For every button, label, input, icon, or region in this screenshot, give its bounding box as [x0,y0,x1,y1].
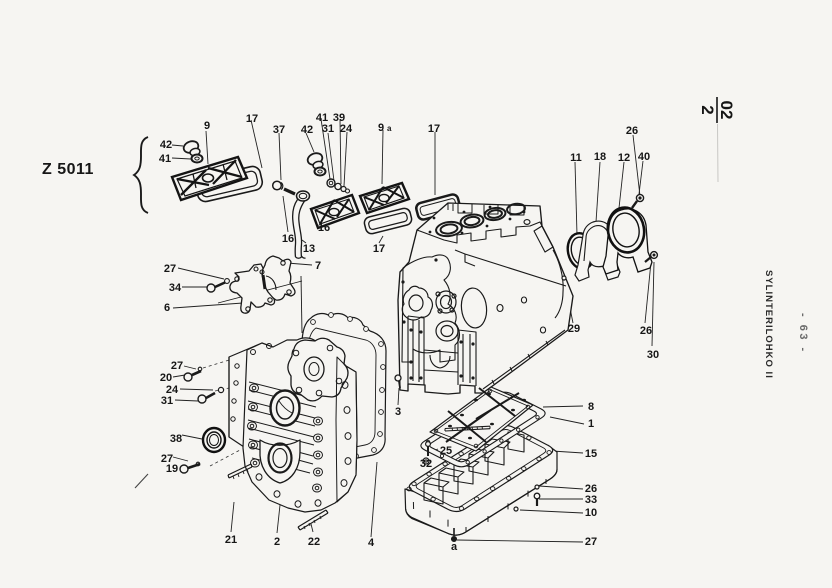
svg-text:4: 4 [368,537,375,549]
svg-text:12: 12 [618,152,630,164]
svg-text:26: 26 [626,125,638,137]
svg-text:34: 34 [169,282,182,294]
svg-text:26: 26 [640,325,652,337]
svg-text:29: 29 [568,323,580,335]
svg-text:39: 39 [333,112,345,124]
svg-text:9: 9 [204,120,210,132]
svg-text:22: 22 [308,536,320,548]
svg-text:SYLINTERILOHKO II: SYLINTERILOHKO II [763,270,774,379]
svg-text:- 63 -: - 63 - [797,313,809,354]
svg-text:30: 30 [647,349,659,361]
svg-text:19: 19 [166,463,178,475]
svg-text:42: 42 [160,139,172,151]
svg-text:a: a [451,541,458,553]
svg-text:20: 20 [160,372,172,384]
svg-text:a: a [387,124,392,133]
svg-text:24: 24 [340,123,353,135]
svg-text:18: 18 [594,151,606,163]
svg-text:16: 16 [318,222,330,234]
svg-text:42: 42 [301,124,313,136]
svg-text:31: 31 [161,395,173,407]
svg-text:16: 16 [282,233,294,245]
svg-text:7: 7 [315,260,321,272]
svg-text:17: 17 [246,113,258,125]
svg-text:33: 33 [585,494,597,506]
svg-text:8: 8 [588,401,594,413]
svg-text:17: 17 [428,123,440,135]
svg-text:27: 27 [585,536,597,548]
svg-text:6: 6 [164,302,170,314]
svg-text:2: 2 [698,105,717,114]
svg-text:37: 37 [273,124,285,136]
svg-text:3: 3 [395,406,401,418]
svg-text:38: 38 [170,433,182,445]
svg-text:15: 15 [585,448,597,460]
svg-text:31: 31 [322,123,334,135]
svg-text:17: 17 [373,243,385,255]
svg-text:41: 41 [316,112,328,124]
svg-text:27: 27 [161,453,173,465]
svg-text:10: 10 [585,507,597,519]
svg-text:11: 11 [570,152,582,164]
svg-text:Z 5011: Z 5011 [42,161,94,178]
svg-text:26: 26 [585,483,597,495]
svg-text:41: 41 [159,153,171,165]
svg-text:2: 2 [274,536,280,548]
svg-text:27: 27 [164,263,176,275]
svg-text:9: 9 [378,122,384,134]
svg-text:1: 1 [588,418,594,430]
svg-text:40: 40 [638,151,650,163]
svg-text:27: 27 [171,360,183,372]
svg-text:32: 32 [420,458,432,470]
svg-text:13: 13 [303,243,315,255]
svg-text:21: 21 [225,534,237,546]
svg-text:24: 24 [166,384,179,396]
svg-text:25: 25 [440,445,452,457]
svg-text:02: 02 [717,101,736,120]
